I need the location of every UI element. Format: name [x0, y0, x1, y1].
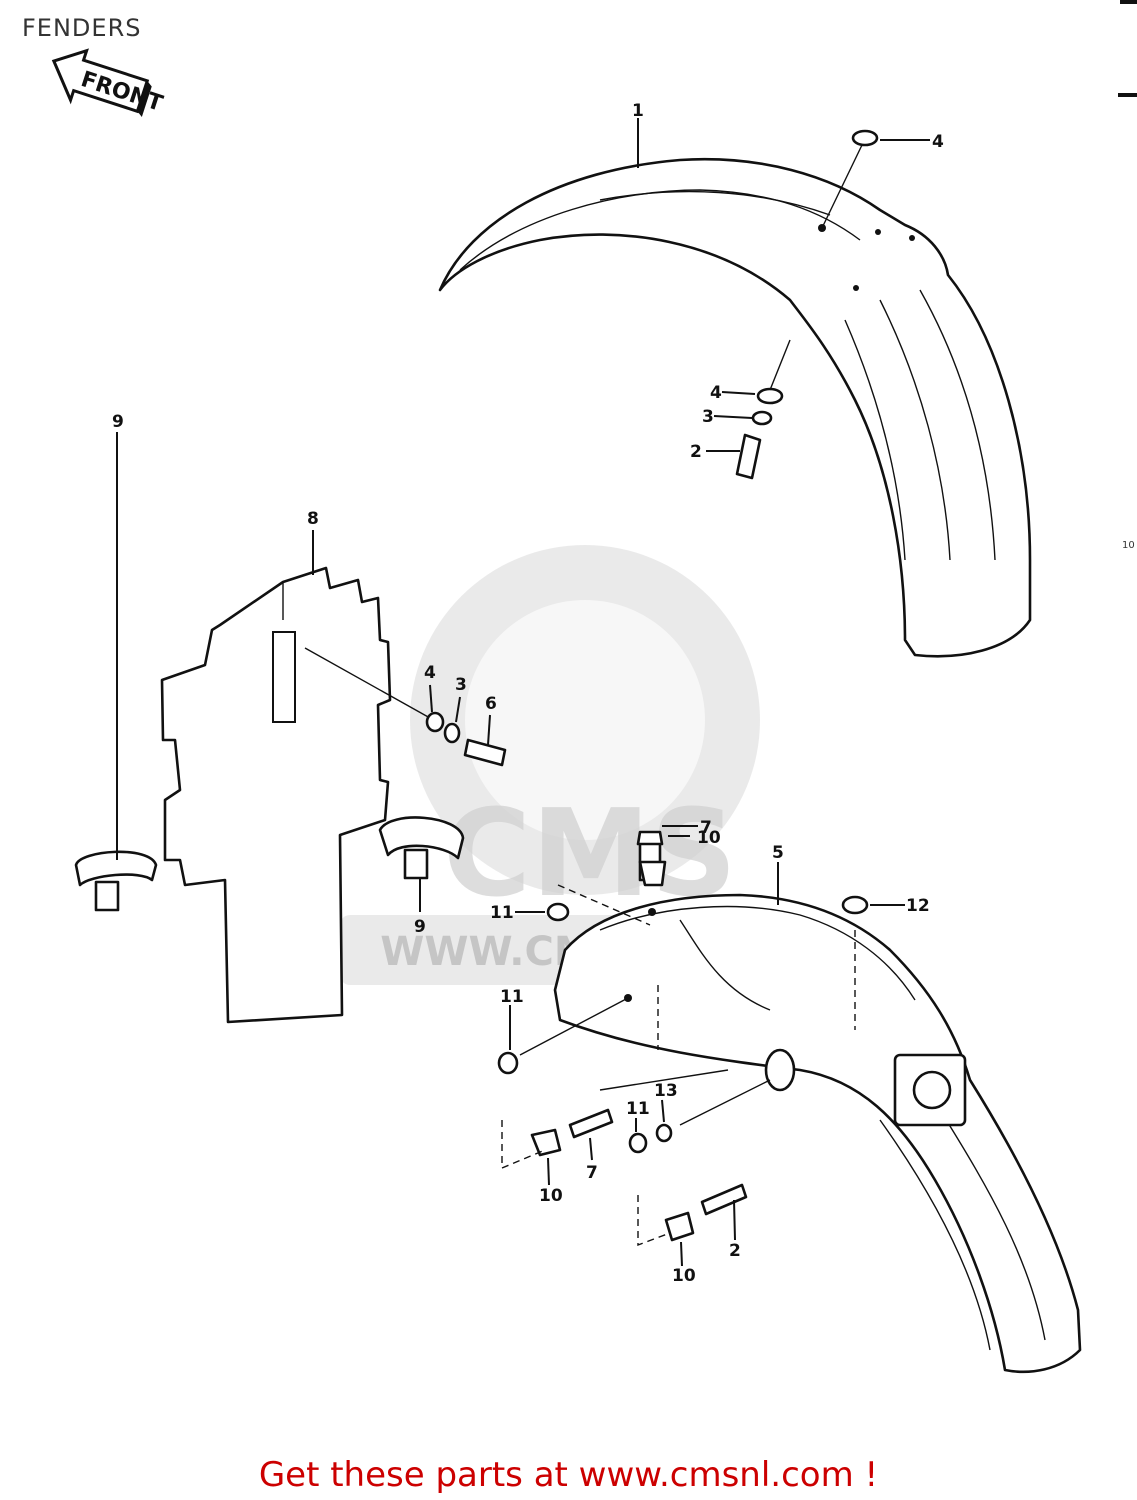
callout-1: 1 [632, 101, 644, 121]
mud-flap-part-8 [160, 566, 431, 1024]
footer-parts-link[interactable]: Get these parts at www.cmsnl.com ! [258, 1455, 879, 1495]
page-title: FENDERS [22, 14, 142, 42]
callout-leaders [116, 118, 930, 1267]
callout-10: 10 [672, 1266, 696, 1286]
callout-7: 7 [700, 818, 712, 838]
margin-code: 10 [1122, 540, 1135, 551]
callout-8: 8 [307, 509, 319, 529]
callout-10: 10 [539, 1186, 563, 1206]
callout-10: 10 [697, 828, 721, 848]
callout-4: 4 [932, 132, 944, 152]
callout-12: 12 [906, 896, 930, 916]
callout-3: 3 [702, 407, 714, 427]
callout-4: 4 [710, 383, 722, 403]
callout-3: 3 [455, 675, 467, 695]
front-fender-part-1 [438, 158, 1032, 658]
rear-fender-part-5 [553, 893, 1082, 1374]
callout-7: 7 [586, 1163, 598, 1183]
callout-2: 2 [729, 1241, 741, 1261]
callout-9: 9 [112, 412, 124, 432]
callout-9: 9 [414, 917, 426, 937]
callout-4: 4 [424, 663, 436, 683]
callout-13: 13 [654, 1081, 678, 1101]
front-direction-arrow: FRONT [51, 48, 165, 117]
callout-2: 2 [690, 442, 702, 462]
callout-11: 11 [490, 903, 514, 923]
callout-11: 11 [626, 1099, 650, 1119]
callout-11: 11 [500, 987, 524, 1007]
callout-6: 6 [485, 694, 497, 714]
callout-5: 5 [772, 843, 784, 863]
